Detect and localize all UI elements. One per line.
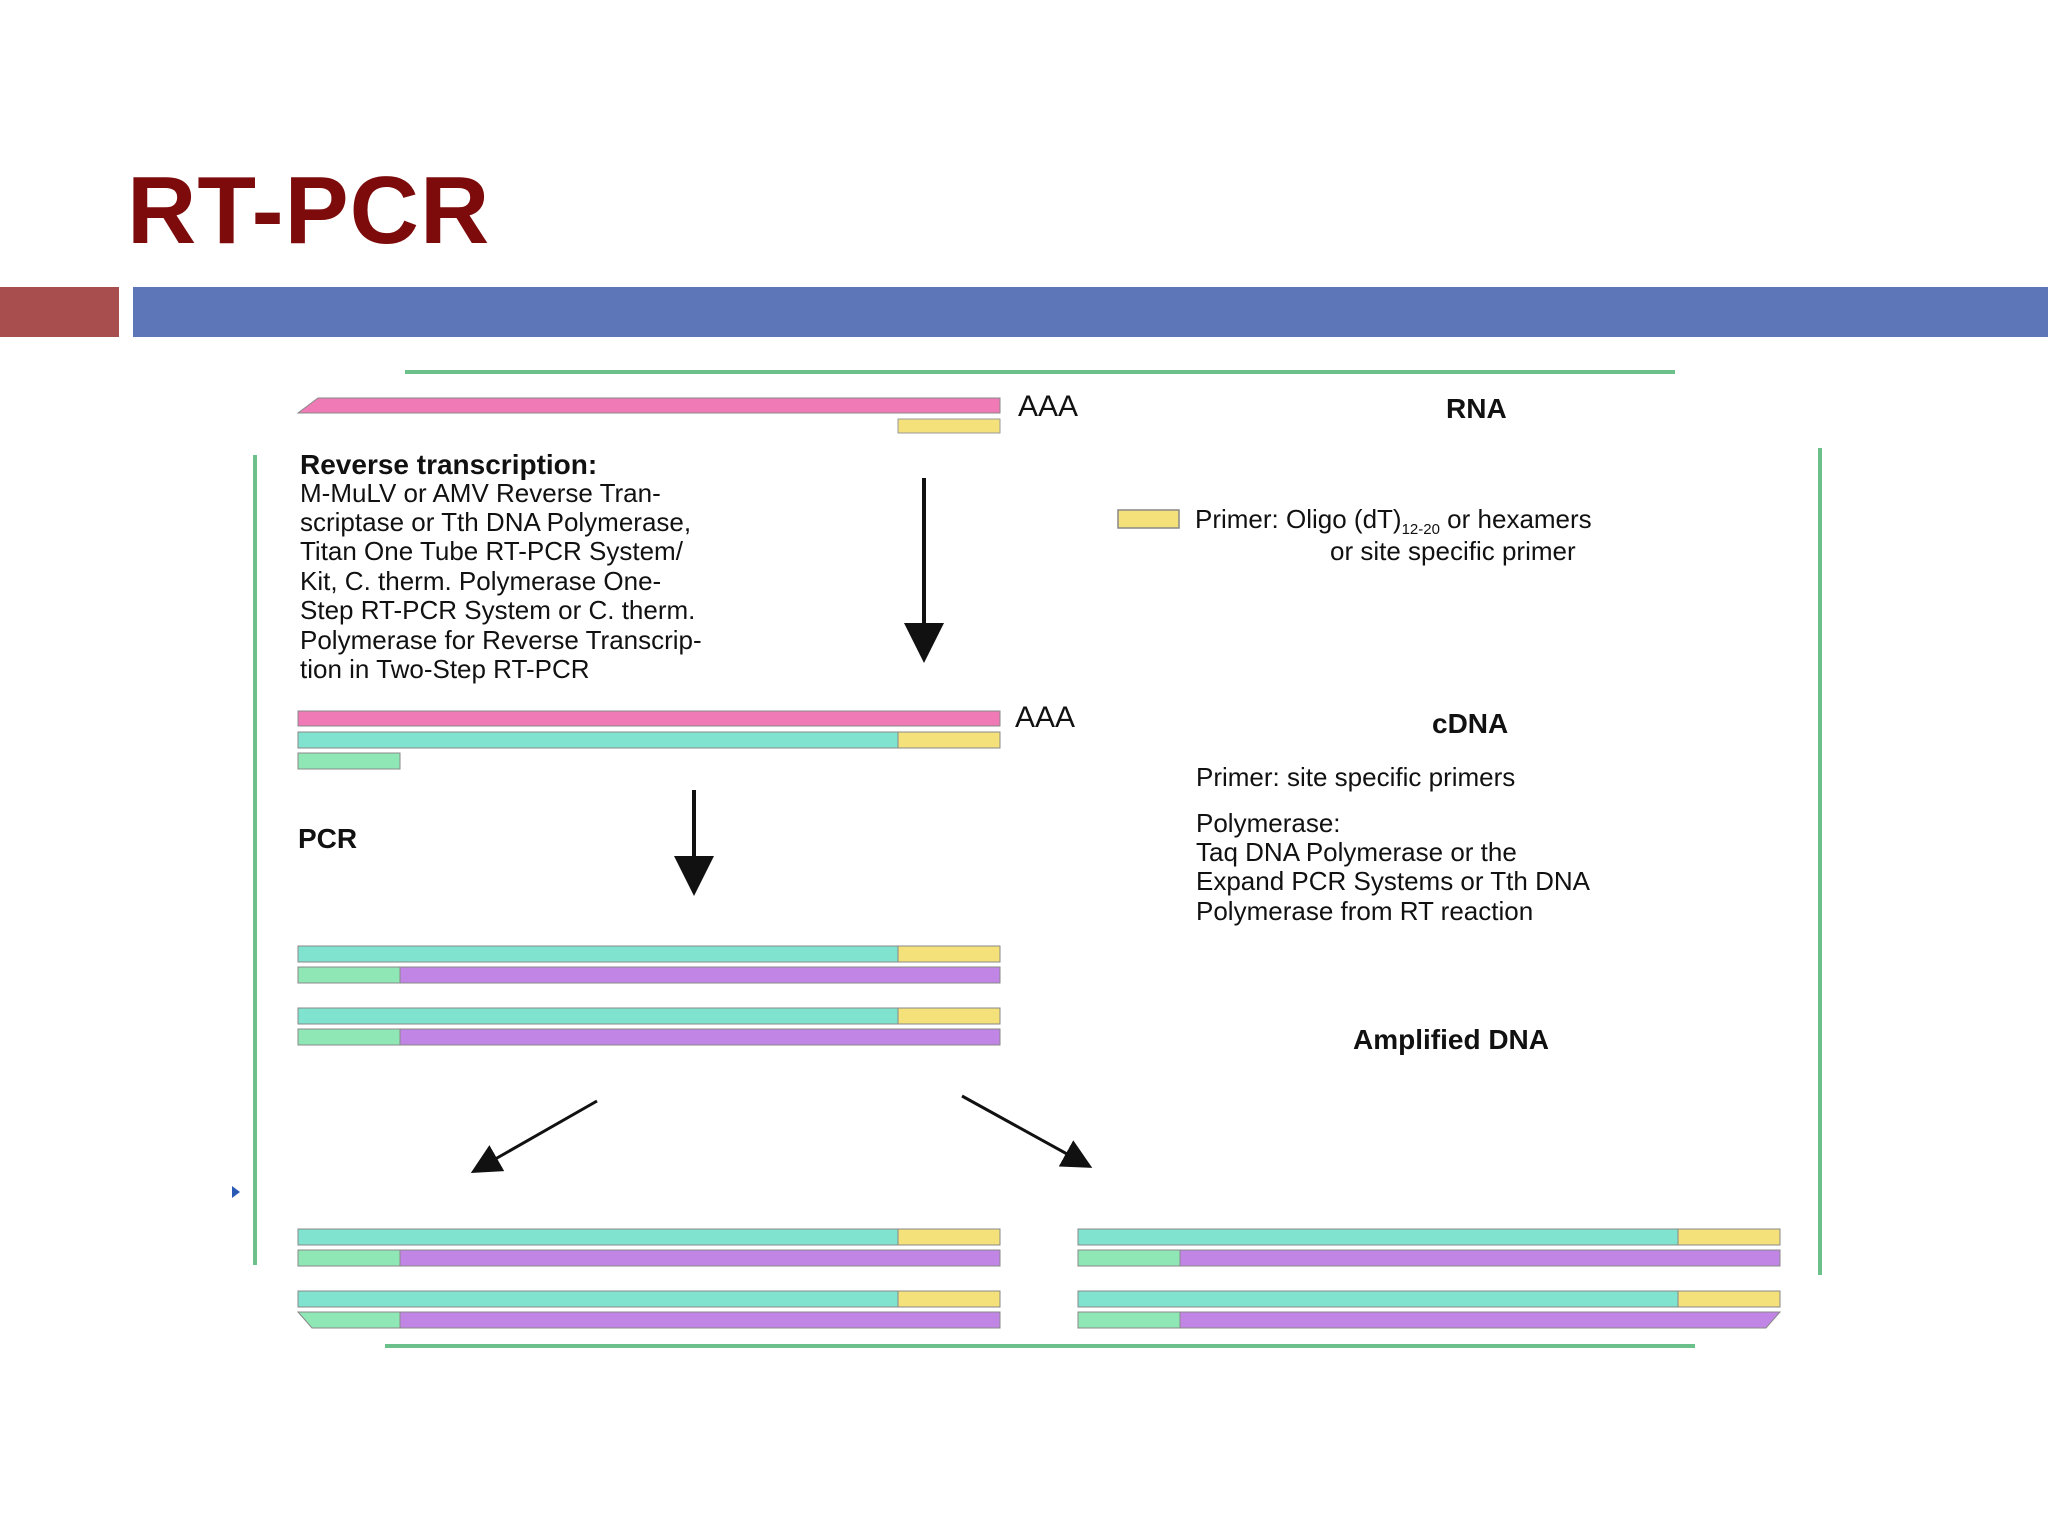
- cdna-rna-strand: [297, 710, 1001, 727]
- title-accent-bar-right: [133, 287, 2048, 337]
- rt-line-3: Titan One Tube RT-PCR System/: [300, 536, 684, 566]
- reverse-transcription-heading: Reverse transcription:: [300, 449, 597, 480]
- rna-stage: AAA RNA: [296, 390, 1507, 434]
- duplex-bottom-strand: [399, 1311, 1001, 1329]
- duplex-bottom-primer: [297, 1028, 401, 1046]
- rt-line-1: M-MuLV or AMV Reverse Tran-: [300, 478, 661, 508]
- pcr-label: PCR: [298, 823, 357, 854]
- cdna-stage: AAA cDNA: [297, 701, 1508, 770]
- duplex-top-primer: [897, 1290, 1001, 1308]
- pcr-polymerase-line-4: Polymerase from RT reaction: [1196, 896, 1533, 926]
- primer-legend-text: Primer: Oligo (dT)12-20 or hexamers: [1195, 504, 1592, 538]
- duplex-bottom-primer: [297, 1249, 401, 1267]
- rna-strand: [296, 397, 1001, 414]
- duplex-top-primer: [897, 1228, 1001, 1246]
- amplified-dna-label: Amplified DNA: [1353, 1024, 1549, 1055]
- cdna-strand: [297, 731, 899, 749]
- primer-legend: Primer: Oligo (dT)12-20 or hexamers or s…: [1117, 504, 1592, 566]
- duplex-bottom-primer: [1077, 1249, 1181, 1267]
- duplex-top-primer: [897, 1007, 1001, 1025]
- rna-polya-label: AAA: [1018, 390, 1078, 423]
- primer-legend-suffix: or hexamers: [1440, 504, 1592, 534]
- duplex-bottom-strand: [1179, 1249, 1781, 1267]
- amplified-duplex-2: [297, 1007, 1001, 1046]
- duplex-bottom-primer: [296, 1311, 401, 1329]
- duplex-top-cdna: [1077, 1290, 1679, 1308]
- duplex-top-cdna: [1077, 1228, 1679, 1246]
- amplified-duplex-5: [1077, 1228, 1781, 1267]
- duplex-top-cdna: [297, 1290, 899, 1308]
- cdna-polya-label: AAA: [1015, 701, 1075, 734]
- amplified-duplex-1: [297, 945, 1001, 984]
- rt-line-2: scriptase or Tth DNA Polymerase,: [300, 507, 691, 537]
- diagonal-arrow-right: [961, 1094, 1093, 1168]
- rna-label: RNA: [1446, 393, 1507, 424]
- primer-legend-swatch: [1117, 509, 1180, 529]
- duplex-bottom-strand: [399, 1028, 1001, 1046]
- title-accent-bar-left: [0, 287, 119, 337]
- rt-line-6: Polymerase for Reverse Transcrip-: [300, 625, 702, 655]
- reverse-transcription-block: Reverse transcription: M-MuLV or AMV Rev…: [300, 449, 702, 684]
- pcr-polymerase-line-1: Polymerase:: [1196, 808, 1341, 838]
- diagram-frame: [253, 370, 1822, 1348]
- rt-line-5: Step RT-PCR System or C. therm.: [300, 595, 695, 625]
- diagonal-arrow-left: [470, 1099, 598, 1173]
- rt-line-7: tion in Two-Step RT-PCR: [300, 654, 590, 684]
- duplex-bottom-primer: [297, 966, 401, 984]
- duplex-top-primer: [897, 945, 1001, 963]
- slide-title: RT-PCR: [127, 157, 491, 264]
- pcr-polymerase-line-2: Taq DNA Polymerase or the: [1196, 837, 1517, 867]
- primer-legend-prefix: Primer: Oligo (dT): [1195, 504, 1402, 534]
- rt-line-4: Kit, C. therm. Polymerase One-: [300, 566, 661, 596]
- duplex-top-primer: [1677, 1228, 1781, 1246]
- duplex-top-primer: [1677, 1290, 1781, 1308]
- duplex-bottom-primer: [1077, 1311, 1181, 1329]
- cdna-primer: [897, 731, 1001, 749]
- pcr-primer-text: Primer: site specific primers: [1196, 762, 1515, 792]
- amplified-duplex-3: [297, 1228, 1001, 1267]
- primer-legend-subscript: 12-20: [1402, 521, 1440, 538]
- pcr-block: PCR Primer: site specific primers Polyme…: [298, 762, 1591, 926]
- pcr-polymerase-line-3: Expand PCR Systems or Tth DNA: [1196, 866, 1591, 896]
- slide-pointer-icon: [232, 1186, 240, 1198]
- duplex-bottom-strand: [1179, 1311, 1782, 1329]
- duplex-top-cdna: [297, 945, 899, 963]
- cdna-short-primer: [297, 752, 401, 770]
- amplified-duplex-4: [296, 1290, 1001, 1329]
- cdna-label: cDNA: [1432, 708, 1508, 739]
- duplex-bottom-strand: [399, 1249, 1001, 1267]
- primer-legend-line2: or site specific primer: [1330, 536, 1576, 566]
- duplex-bottom-strand: [399, 966, 1001, 984]
- amplified-duplex-6: [1077, 1290, 1782, 1329]
- rna-primer: [897, 418, 1001, 434]
- duplex-top-cdna: [297, 1228, 899, 1246]
- duplex-top-cdna: [297, 1007, 899, 1025]
